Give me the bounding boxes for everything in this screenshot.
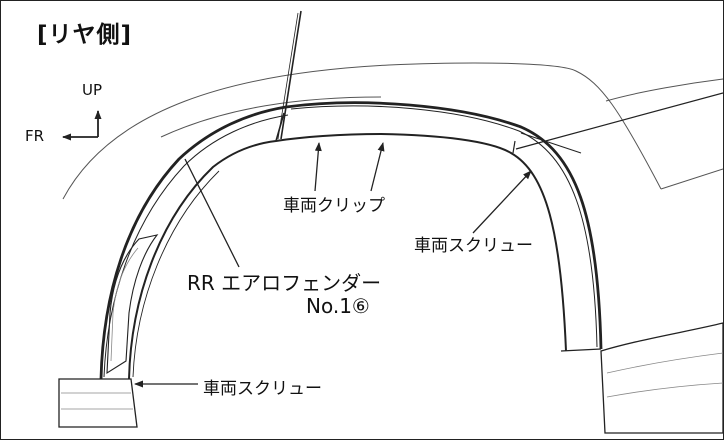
part-name-leader [184,158,240,268]
rear-edge-line [660,168,723,190]
diagram-title: [リヤ側] [37,22,133,48]
rear-body-line [605,78,723,102]
side-skirt [58,378,138,428]
fender-side-panel [106,234,159,375]
vehicle-body-lines [62,62,723,200]
screw-upper-leader [472,170,532,234]
vehicle-clip-label: 車両クリップ [283,196,385,216]
part-name-label: RR エアロフェンダー [187,271,382,295]
overlay-lines [277,10,723,150]
front-direction-label: FR [25,127,45,145]
leader-lines [134,142,532,388]
direction-arrows [62,110,102,141]
vehicle-screw-lower-label: 車両スクリュー [203,379,322,399]
rear-bumper [600,322,723,434]
body-crease-line [160,96,382,138]
quarter-panel-line [62,62,662,200]
rr-aero-fender [99,101,603,380]
vehicle-screw-upper-label: 車両スクリュー [414,236,533,256]
clip-leader-right [370,142,385,192]
clip-leader-left [314,142,322,192]
part-number-label: No.1⑥ [306,294,370,318]
up-direction-label: UP [82,81,103,99]
